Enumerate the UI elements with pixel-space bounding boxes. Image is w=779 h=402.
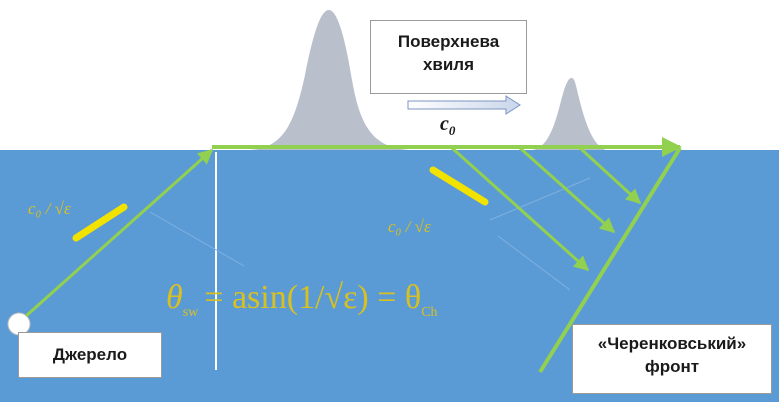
surface-wave-label-line1: Поверхнева — [397, 32, 500, 51]
angle-helper-line-right — [497, 235, 571, 291]
source-label-box: Джерело — [18, 332, 162, 378]
surface-wave-label-line2: хвиля — [422, 54, 475, 74]
angle-equation: θsw= asin(1/√ε) = θCh — [166, 279, 438, 320]
leaky-ray-1 — [450, 146, 590, 272]
wave-direction-arrow — [407, 95, 521, 115]
speed-bar-right — [429, 166, 489, 206]
cherenkov-front-line — [538, 146, 682, 374]
wave-hump-large — [250, 10, 410, 150]
slow-speed-label-left: c₀ / √ε — [28, 199, 71, 218]
cherenkov-front-label-line1: «Черенковський» — [597, 334, 747, 353]
leaky-ray-2 — [519, 146, 616, 234]
source-ray — [25, 148, 214, 318]
cherenkov-front-label-box: «Черенковський» фронт — [572, 324, 772, 394]
surface-speed-label: c0 — [440, 113, 456, 138]
surface-wave-label-box: Поверхнева хвиля — [370, 20, 527, 94]
source-label: Джерело — [52, 345, 128, 364]
wave-hump-small — [532, 77, 606, 150]
speed-bar-left — [72, 203, 128, 242]
slow-speed-label-right: c₀ / √ε — [388, 217, 431, 236]
front-helper-line — [489, 177, 591, 221]
leaky-ray-3 — [578, 146, 642, 205]
angle-helper-line-left — [149, 211, 245, 267]
cherenkov-front-label-line2: фронт — [644, 356, 700, 376]
